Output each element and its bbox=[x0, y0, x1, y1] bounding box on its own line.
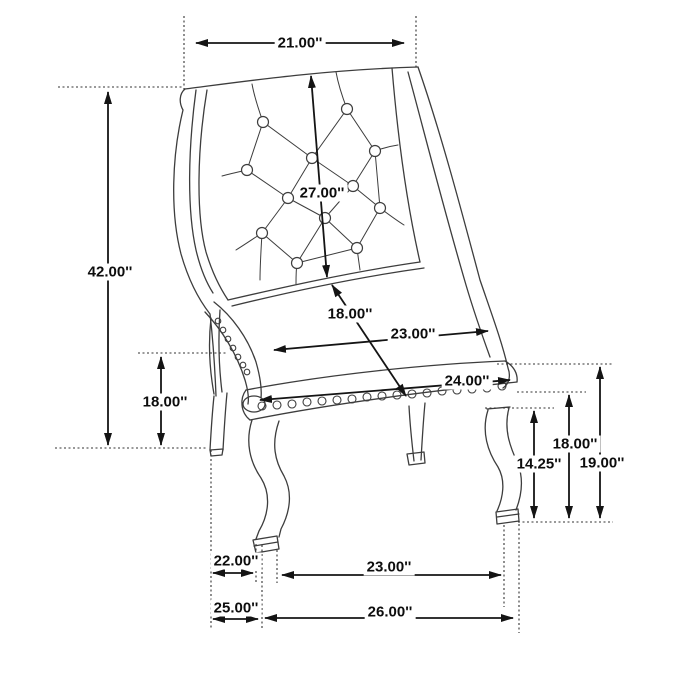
tufting-lattice bbox=[221, 71, 405, 285]
dim-label-seat-back-width: 23.00'' bbox=[387, 325, 439, 343]
dim-label-seat-height: 18.00'' bbox=[139, 393, 191, 411]
dim-label-leg-height: 14.25'' bbox=[513, 455, 565, 473]
chair-legs bbox=[209, 392, 522, 554]
dim-label-back-top-width: 21.00'' bbox=[274, 34, 326, 52]
dim-label-seat-front-width: 24.00'' bbox=[441, 372, 493, 390]
dim-label-back-to-front-leg: 22.00'' bbox=[210, 552, 262, 570]
dim-label-front-leg-spacing: 23.00'' bbox=[363, 558, 415, 576]
chair-illustration bbox=[173, 66, 522, 554]
dim-line-back-height bbox=[307, 75, 331, 278]
extension-lines bbox=[55, 16, 613, 633]
dim-label-rail-to-floor: 18.00'' bbox=[549, 435, 601, 453]
dimension-lines bbox=[104, 39, 604, 623]
dim-label-base-width: 26.00'' bbox=[364, 603, 416, 621]
tufting-buttons bbox=[240, 102, 387, 270]
dim-label-deck-to-floor: 19.00'' bbox=[576, 454, 628, 472]
dim-label-base-depth: 25.00'' bbox=[210, 599, 262, 617]
dim-label-seat-depth: 18.00'' bbox=[324, 305, 376, 323]
dim-label-overall-height: 42.00'' bbox=[84, 263, 136, 281]
dim-line-seat-back-width bbox=[273, 328, 489, 353]
dim-label-back-height: 27.00'' bbox=[296, 184, 348, 202]
chair-back-outline bbox=[173, 66, 510, 397]
